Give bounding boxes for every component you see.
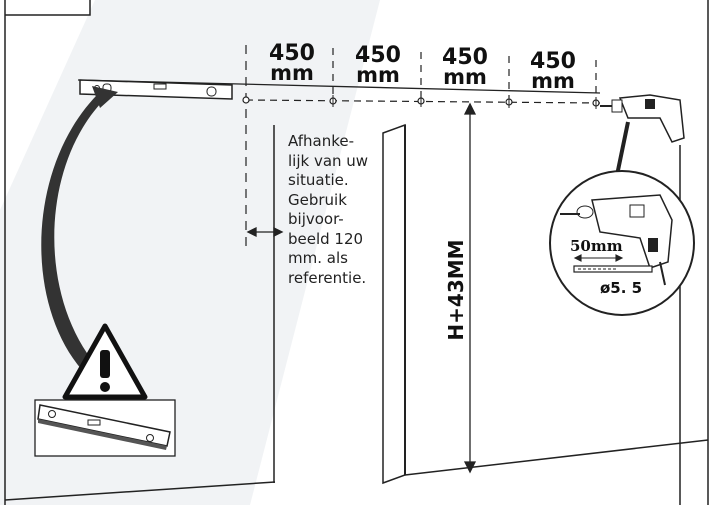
depth-arrow (573, 254, 624, 262)
spirit-level-inset-icon (37, 404, 171, 450)
height-label: H+43MM (444, 239, 468, 340)
spacing-value-1: 450 (269, 41, 315, 66)
offset-arrow (246, 226, 284, 238)
spacing-value-4: 450 (530, 49, 576, 74)
floor-line-left (4, 481, 276, 501)
spacing-value-2: 450 (355, 43, 401, 68)
drill-hole (242, 96, 250, 104)
spirit-level-top (79, 79, 233, 100)
spacing-value-3: 450 (442, 45, 488, 70)
floor-line-right (404, 439, 709, 476)
drill-detail-icon (560, 194, 673, 286)
frame-corner (5, 0, 91, 16)
warning-icon (62, 323, 148, 400)
height-arrow (463, 102, 477, 474)
spacing-unit-4: mm (531, 69, 575, 93)
spacing-unit-1: mm (270, 61, 314, 85)
drill-icon (600, 94, 685, 143)
side-panel (382, 123, 406, 485)
spacing-labels: 450 mm 450 mm 450 mm 450 mm (269, 41, 576, 93)
curved-arrow-head (92, 86, 118, 108)
hole-crosses (332, 95, 597, 109)
curved-arrow (41, 90, 108, 372)
spacing-unit-3: mm (443, 65, 487, 89)
drill-diameter-label: ø5. 5 (600, 279, 642, 297)
drill-depth-label: 50mm (570, 237, 623, 255)
offset-note: Afhanke- lijk van uw situatie. Gebruik b… (288, 132, 369, 287)
spacing-unit-2: mm (356, 63, 400, 87)
